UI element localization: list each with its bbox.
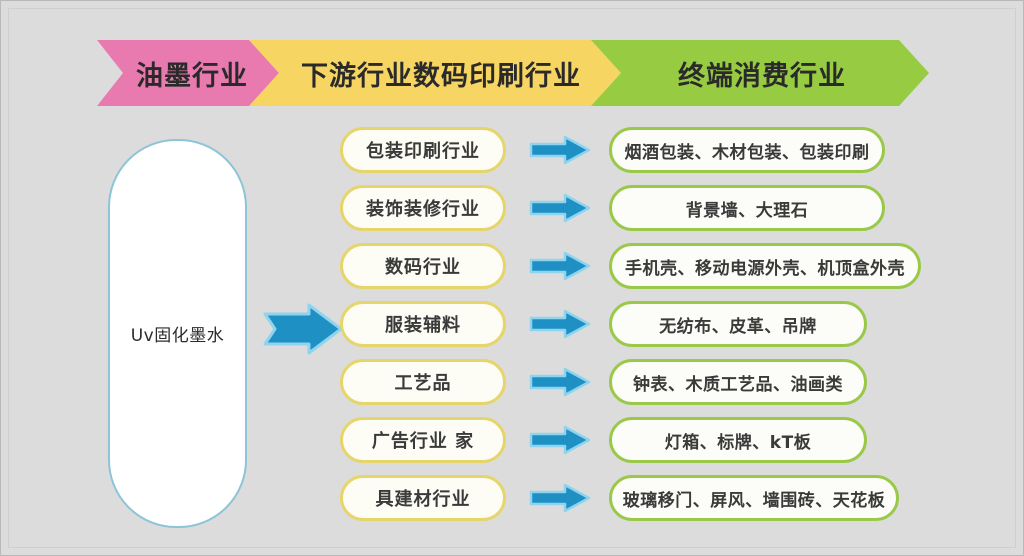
application-pill-label: 灯箱、标牌、kT板 bbox=[664, 432, 812, 453]
banner-segment-label: 下游行业数码印刷行业 bbox=[301, 60, 581, 92]
application-pill-label: 钟表、木质工艺品、油画类 bbox=[633, 374, 843, 395]
banner-segment-label: 油墨行业 bbox=[136, 60, 248, 92]
row-connector-arrow bbox=[529, 193, 591, 223]
row-connector-arrow bbox=[529, 367, 591, 397]
source-node-uv-ink: Uv固化墨水 bbox=[108, 139, 247, 528]
industry-pill[interactable]: 数码行业 bbox=[340, 243, 506, 289]
application-pill-label: 烟酒包装、木材包装、包装印刷 bbox=[624, 142, 870, 163]
banner-segment-end-consumer-industry: 终端消费行业 bbox=[591, 40, 929, 106]
row-connector-arrow bbox=[529, 251, 591, 281]
industry-row: 具建材行业 玻璃移门、屏风、墙围砖、天花板 bbox=[1, 475, 1023, 521]
application-pill[interactable]: 背景墙、大理石 bbox=[609, 185, 885, 231]
source-node-label: Uv固化墨水 bbox=[130, 326, 225, 346]
industry-row: 工艺品 钟表、木质工艺品、油画类 bbox=[1, 359, 1023, 405]
row-connector-arrow bbox=[529, 483, 591, 513]
industry-row: 数码行业 手机壳、移动电源外壳、机顶盒外壳 bbox=[1, 243, 1023, 289]
industry-pill-label: 工艺品 bbox=[394, 373, 452, 394]
industry-pill[interactable]: 广告行业 家 bbox=[340, 417, 506, 463]
row-connector-arrow bbox=[529, 425, 591, 455]
application-pill-label: 手机壳、移动电源外壳、机顶盒外壳 bbox=[625, 258, 905, 279]
application-pill-label: 玻璃移门、屏风、墙围砖、天花板 bbox=[622, 490, 886, 511]
application-pill[interactable]: 无纺布、皮革、吊牌 bbox=[609, 301, 867, 347]
industry-pill[interactable]: 具建材行业 bbox=[340, 475, 506, 521]
industry-pill-label: 具建材行业 bbox=[375, 489, 471, 510]
industry-pill[interactable]: 工艺品 bbox=[340, 359, 506, 405]
industry-pill-label: 包装印刷行业 bbox=[366, 141, 480, 162]
banner-segment-label: 终端消费行业 bbox=[678, 60, 846, 92]
industry-pill[interactable]: 装饰装修行业 bbox=[340, 185, 506, 231]
source-to-industries-arrow bbox=[263, 303, 343, 355]
banner-segment-downstream-digital-printing: 下游行业数码印刷行业 bbox=[249, 40, 621, 106]
industry-row: 装饰装修行业 背景墙、大理石 bbox=[1, 185, 1023, 231]
industry-pill-label: 广告行业 家 bbox=[371, 431, 475, 452]
industry-pill[interactable]: 服装辅料 bbox=[340, 301, 506, 347]
application-pill-label: 无纺布、皮革、吊牌 bbox=[659, 316, 817, 337]
header-banner: 油墨行业 下游行业数码印刷行业 终端消费行业 bbox=[97, 40, 929, 106]
industry-pill-label: 服装辅料 bbox=[385, 315, 461, 336]
row-connector-arrow bbox=[529, 309, 591, 339]
industry-row: 广告行业 家 灯箱、标牌、kT板 bbox=[1, 417, 1023, 463]
application-pill-label: 背景墙、大理石 bbox=[685, 200, 809, 221]
industry-pill-label: 装饰装修行业 bbox=[366, 199, 480, 220]
application-pill[interactable]: 手机壳、移动电源外壳、机顶盒外壳 bbox=[609, 243, 921, 289]
application-pill[interactable]: 钟表、木质工艺品、油画类 bbox=[609, 359, 867, 405]
industry-pill-label: 数码行业 bbox=[385, 257, 461, 278]
application-pill[interactable]: 灯箱、标牌、kT板 bbox=[609, 417, 867, 463]
industry-row: 服装辅料 无纺布、皮革、吊牌 bbox=[1, 301, 1023, 347]
application-pill[interactable]: 烟酒包装、木材包装、包装印刷 bbox=[609, 127, 885, 173]
row-connector-arrow bbox=[529, 135, 591, 165]
industry-pill[interactable]: 包装印刷行业 bbox=[340, 127, 506, 173]
industry-row: 包装印刷行业 烟酒包装、木材包装、包装印刷 bbox=[1, 127, 1023, 173]
application-pill[interactable]: 玻璃移门、屏风、墙围砖、天花板 bbox=[609, 475, 899, 521]
banner-segment-ink-industry: 油墨行业 bbox=[97, 40, 279, 106]
